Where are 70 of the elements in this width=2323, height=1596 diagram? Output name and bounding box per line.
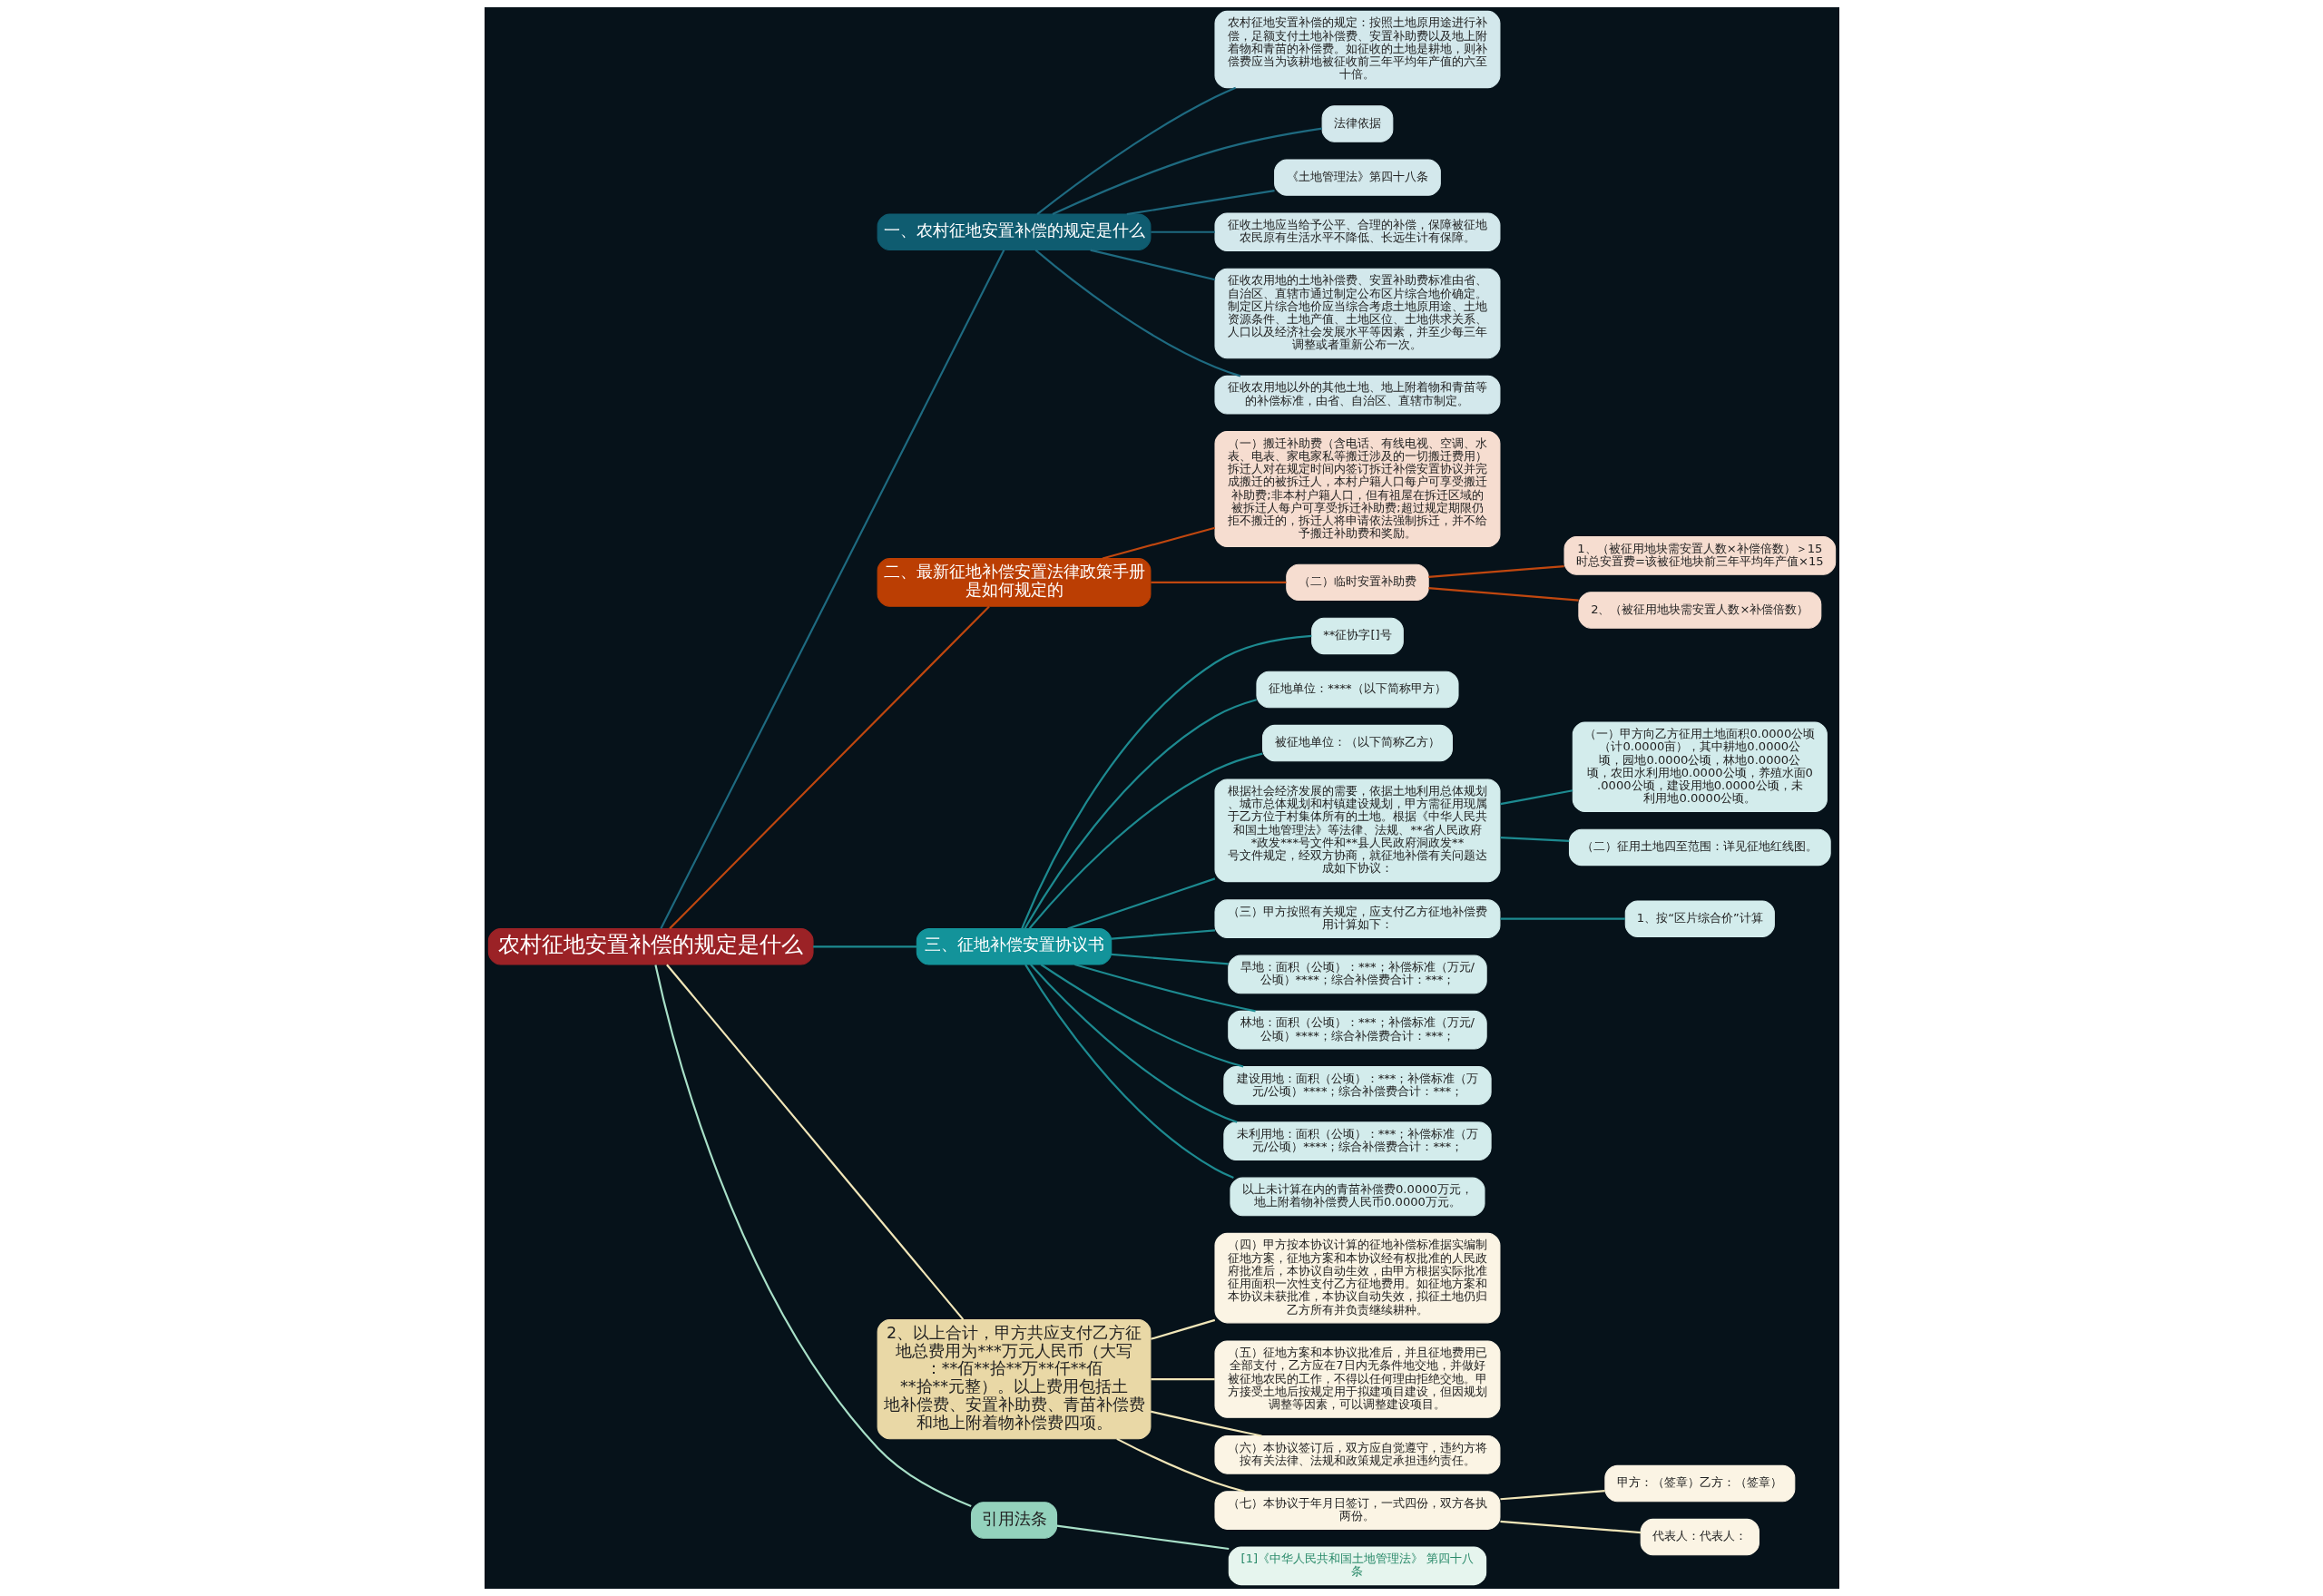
connector [665, 964, 964, 1320]
connector [1073, 963, 1256, 1013]
node-box: 征收土地应当给予公平、合理的补偿，保障被征地农民原有生活水平不降低、长远生计有保障。 [1213, 212, 1500, 252]
connector [668, 605, 990, 930]
connector [1034, 249, 1240, 377]
node-box: （三）甲方按照有关规定，应支付乙方征地补偿费用计算如下： [1213, 899, 1500, 938]
node-box: （一）搬迁补助费（含电话、有线电视、空调、水表、电表、家电家私等搬迁涉及的一切搬迁费用）拆迁人对在规定时间内签订拆迁补偿安置协议并完成搬迁的被拆迁人，本村户籍人口每户可享受搬迁补助费;非本村户籍人口，但有祖屋在拆迁区域的被拆迁人每户可享受拆迁补助费;超过规定期限仍拒不搬迁的，拆迁人将申请依法强制拆迁，并不给予搬迁补助费和奖励。 [1213, 431, 1500, 548]
connector [1499, 789, 1573, 806]
connector [1020, 634, 1311, 929]
connector [1029, 964, 1238, 1123]
node-box: （二）征用土地四至范围：详见征地红线图。 [1568, 828, 1831, 867]
node-box: （二）临时安置补助费 [1285, 563, 1429, 602]
node-box: **征协字[]号 [1310, 617, 1404, 655]
node-box: 建设用地：面积（公顷）：***；补偿标准（万元/公顷）****；综合补偿费合计：***； [1222, 1066, 1492, 1105]
connector [1150, 1378, 1215, 1381]
connector [1499, 1490, 1605, 1501]
node-box: 征收农用地的土地补偿费、安置补助费标准由省、自治区、直辖市通过制定公布区片综合地价确定。制定区片综合地价应当综合考虑土地原用途、土地资源条件、土地产值、土地区位、土地供求关系、人口以及经济社会发展水平等因素，并至少每三年调整或者重新公布一次。 [1213, 268, 1500, 359]
node-box: 三、征地补偿安置协议书 [916, 928, 1112, 965]
node-box: 征收农用地以外的其他土地、地上附着物和青苗等的补偿标准，由省、自治区、直辖市制定。 [1213, 375, 1500, 415]
connector [1150, 581, 1286, 583]
node-box: 法律依据 [1321, 105, 1393, 142]
connector [1040, 964, 1243, 1068]
connector [1111, 953, 1229, 965]
node-box: （四）甲方按本协议计算的征地补偿标准据实编制征地方案，征地方案和本协议经有权批准的人民政府批准后，本协议自动生效，由甲方根据实际批准征用面积一次性支付乙方征地费用。如征地方案和本协议未获批准，本协议自动失效，拟征土地仍归乙方所有并负责继续耕种。 [1213, 1232, 1500, 1324]
node-box: （六）本协议签订后，双方应自觉遵守，违约方将按有关法律、法规和政策规定承担违约责任。 [1213, 1434, 1500, 1474]
connector [659, 250, 1005, 929]
connector [1427, 587, 1579, 602]
node-box: 林地：面积（公顷）：***；补偿标准（万元/公顷）****；综合补偿费合计：***； [1227, 1010, 1487, 1050]
connector [653, 964, 972, 1507]
connector [812, 945, 916, 948]
node-box: 引用法条 [970, 1502, 1057, 1539]
connector [1111, 929, 1215, 940]
node-box: 2、（被征用地块需安置人数×补偿倍数） [1577, 592, 1821, 629]
node-box: 甲方：（签章）乙方：（签章） [1603, 1464, 1795, 1503]
connector [1035, 86, 1236, 215]
node-box: 二、最新征地补偿安置法律政策手册是如何规定的 [877, 558, 1151, 607]
node-box: 代表人：代表人： [1640, 1518, 1759, 1556]
connector [1056, 1524, 1229, 1551]
node-box: 农村征地安置补偿的规定是什么 [487, 928, 814, 965]
connector [1150, 1318, 1215, 1340]
node-box: （一）甲方向乙方征用土地面积0.0000公顷（计0.0000亩），其中耕地0.0000公顷，园地0.0000公顷，林地0.0000公顷，农田水利用地0.0000公顷，养殖水面0.0000公顷，建设用地0.0000公顷，未利用地0.0000公顷。 [1572, 721, 1828, 813]
connector [1499, 1520, 1641, 1534]
node-box: 《土地管理法》第四十八条 [1273, 159, 1441, 196]
connector [1499, 917, 1625, 920]
node-box: 1、（被征用地块需安置人数×补偿倍数）＞15时总安置费=该被征地块前三年平均年产值×15 [1563, 536, 1836, 575]
connector [1052, 127, 1322, 216]
connector [1126, 190, 1275, 216]
node-box: 2、以上合计，甲方共应支付乙方征地总费用为***万元人民币（大写：**佰**拾**万**仟**佰**拾**元整）。以上费用包括土地补偿费、安置补助费、青苗补偿费和地上附着物补偿费四项。 [877, 1319, 1151, 1440]
connector [1066, 877, 1215, 930]
connector [1150, 230, 1215, 233]
connector [1499, 837, 1569, 842]
connector [1102, 526, 1215, 560]
node-box: 旱地：面积（公顷）：***；补偿标准（万元/公顷）****；综合补偿费合计：***； [1227, 955, 1487, 994]
connector [1115, 1437, 1245, 1493]
node-box: 征地单位：****（以下简称甲方） [1255, 671, 1459, 709]
node-box: 农村征地安置补偿的规定：按照土地原用途进行补偿，足额支付土地补偿费、安置补助费以及地上附着物和青苗的补偿费。如征收的土地是耕地，则补偿费应当为该耕地被征收前三年平均年产值的六至十倍。 [1213, 10, 1500, 89]
connector [1089, 249, 1215, 281]
connector [1024, 964, 1234, 1180]
node-box: （五）征地方案和本协议批准后，并且征地费用已全部支付，乙方应在7日内无条件地交地，并做好被征地农民的工作，不得以任何理由拒绝交地。甲方接受土地后按规定用于拟建项目建设，但因规划调整等因素，可以调整建设项目。 [1213, 1340, 1500, 1418]
connector [1427, 564, 1564, 578]
node-box: [1]《中华人民共和国土地管理法》 第四十八条 [1228, 1546, 1486, 1586]
node-box: 被征地单位：（以下简称乙方） [1261, 724, 1453, 762]
node-box: （七）本协议于年月日签订，一式四份，双方各执两份。 [1213, 1491, 1500, 1530]
node-box: 未利用地：面积（公顷）：***；补偿标准（万元/公顷）****；综合补偿费合计：***； [1222, 1121, 1492, 1160]
node-box: 根据社会经济发展的需要，依据土地利用总体规划、城市总体规划和村镇建设规划，甲方需征用现属于乙方位于村集体所有的土地。根据《中华人民共和国土地管理法》等法律、法规、**省人民政府*政发***号文件和**县人民政府洞政发**号文件规定，经双方协商，就征地补偿有关问题达成如下协议： [1213, 778, 1500, 883]
node-box: 以上未计算在内的青苗补偿费0.0000万元，地上附着物补偿费人民币0.0000万元。 [1229, 1177, 1485, 1217]
node-box: 一、农村征地安置补偿的规定是什么 [877, 213, 1151, 250]
node-box: 1、按“区片综合价”计算 [1624, 900, 1775, 937]
connector [1028, 752, 1263, 930]
connector [1024, 699, 1257, 930]
